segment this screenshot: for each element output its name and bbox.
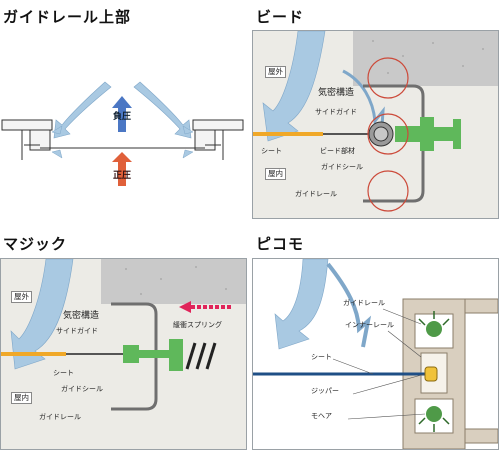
wind-flow xyxy=(342,69,385,142)
bead-sheet-label: シート xyxy=(261,147,282,155)
spring-arrow xyxy=(179,301,231,313)
magic-outdoor-label: 屋外 xyxy=(11,291,32,303)
picomo-sheet-label: シート xyxy=(311,353,332,361)
leader-lines xyxy=(332,308,426,420)
pos-pressure-label: 正圧 xyxy=(113,171,132,181)
highlight-circles xyxy=(367,57,409,212)
side-arrows xyxy=(51,125,194,159)
wind-arrows xyxy=(53,81,192,139)
picomo-guide-rail-label: ガイドレール xyxy=(343,299,385,307)
guide-rail-top-diagram: 負圧 正圧 xyxy=(0,30,245,200)
picomo-panel: ガイドレール インナーレール シート ジッパー モヘア xyxy=(252,258,499,450)
zipper xyxy=(424,366,438,382)
bead-side-guide-label: サイドガイド xyxy=(315,108,357,116)
picomo-inner-rail-label: インナーレール xyxy=(345,321,394,329)
bead-svg xyxy=(253,31,498,212)
concrete-block xyxy=(101,259,246,304)
magic-indoor-label: 屋内 xyxy=(11,392,32,404)
title-guide-rail-top: ガイドレール上部 xyxy=(3,8,132,26)
picomo-svg xyxy=(253,259,498,449)
mohair-upper xyxy=(418,311,450,337)
magic-side-guide-label: サイドガイド xyxy=(56,327,98,335)
bead-guide-rail-label: ガイドレール xyxy=(295,190,337,198)
picomo-mohair-label: モヘア xyxy=(311,412,332,420)
wind-arrow xyxy=(10,259,74,370)
magic-guide-seal-label: ガイドシール xyxy=(61,385,103,393)
green-connector xyxy=(123,345,139,363)
magic-sheet-label: シート xyxy=(53,369,74,377)
magic-svg xyxy=(1,259,246,411)
title-bead: ビード xyxy=(256,8,305,26)
title-picomo: ピコモ xyxy=(256,235,305,253)
picomo-zipper-label: ジッパー xyxy=(311,387,339,395)
bead-indoor-label: 屋内 xyxy=(265,168,286,180)
bead-outdoor-label: 屋外 xyxy=(265,66,286,78)
neg-pressure-arrow xyxy=(112,96,132,132)
bead-member-label: ビード部材 xyxy=(320,147,355,155)
guide-rail-top-svg xyxy=(1,81,244,186)
magic-guide-rail-label: ガイドレール xyxy=(39,413,81,421)
right-rail-frame xyxy=(192,119,244,160)
bead-airtight-label: 気密構造 xyxy=(318,88,355,98)
mohair-lower xyxy=(418,406,450,432)
spring-coils xyxy=(185,342,217,370)
concrete-block xyxy=(353,31,498,86)
wind-arrow xyxy=(274,259,329,350)
magic-panel: 屋外 屋内 気密構造 サイドガイド 緩衝スプリング シート ガイドシール ガイド… xyxy=(0,258,247,450)
bead-panel: 屋外 屋内 気密構造 サイドガイド シート ビード部材 ガイドシール ガイドレー… xyxy=(252,30,499,219)
wind-arrow xyxy=(262,31,326,142)
pos-pressure-arrow xyxy=(112,152,132,186)
title-magic: マジック xyxy=(3,235,68,253)
magic-spring-label: 緩衝スプリング xyxy=(173,321,222,329)
neg-pressure-label: 負圧 xyxy=(113,112,132,122)
bead-guide-seal-label: ガイドシール xyxy=(321,163,363,171)
magic-airtight-label: 気密構造 xyxy=(63,311,100,321)
left-rail-frame xyxy=(1,119,53,160)
